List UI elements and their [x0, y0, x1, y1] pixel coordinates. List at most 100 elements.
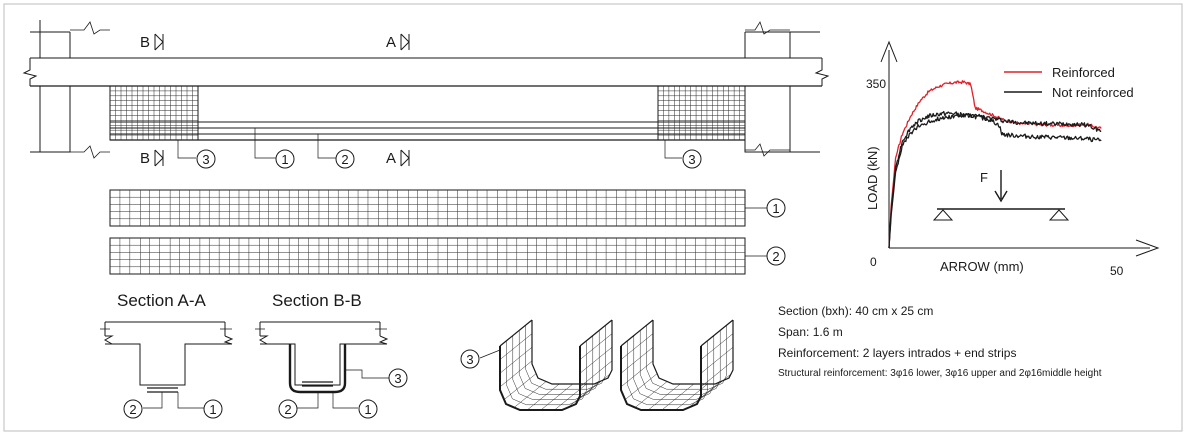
u-strip-front-edge — [620, 346, 702, 411]
spec-section: Section (bxh): 40 cm x 25 cm — [778, 304, 933, 318]
x-tick-0: 0 — [870, 255, 877, 269]
force-arrow-head — [994, 190, 1008, 203]
section-arrow-b-top — [154, 33, 164, 51]
section-a-leader-2 — [143, 392, 163, 409]
callout-2-elevation-label: 2 — [341, 152, 348, 167]
callout-1-strip-label: 1 — [772, 201, 779, 216]
u-strip-mesh-line — [675, 383, 708, 411]
section-a-callout-2-label: 2 — [129, 402, 136, 417]
section-b-u-strip — [288, 344, 347, 394]
right-column-upper-break — [745, 21, 790, 35]
u-strip-mesh-line — [700, 360, 734, 388]
laminate-strip-1-grid — [110, 190, 745, 226]
u-strip-callout-3 — [460, 349, 480, 369]
section-a-a-title: Section A-A — [117, 291, 206, 310]
section-arrow-a-bottom — [400, 149, 410, 167]
section-marker-a-bottom: A — [386, 150, 396, 167]
spec-reinforcement: Reinforcement: 2 layers intrados + end s… — [778, 346, 1016, 360]
section-b-b-title: Section B-B — [272, 291, 362, 310]
callout-leader-1 — [254, 128, 276, 159]
u-strip-mesh-line — [688, 381, 721, 408]
u-strip-3d-left — [499, 319, 613, 411]
u-strip-top-edge — [700, 319, 734, 347]
end-strip-mesh-left — [109, 85, 199, 141]
y-axis-arrow — [880, 40, 898, 63]
section-b-leader-2 — [297, 392, 319, 409]
u-strip-top-edge — [579, 319, 613, 347]
chart-series — [888, 80, 1102, 249]
u-strip-top-edge — [499, 319, 533, 347]
force-label: F — [980, 170, 988, 185]
u-strip-mesh-line — [620, 347, 654, 374]
u-strip-mesh-line — [579, 347, 613, 374]
left-column-upper-break — [70, 21, 110, 35]
end-strip-mesh-right — [657, 85, 746, 141]
u-strip-mesh-line — [499, 360, 533, 388]
legend-label-not-reinforced: Not reinforced — [1052, 85, 1134, 100]
section-a-a: Section A-A 2 1 — [100, 291, 234, 419]
u-strip-mesh-line — [620, 360, 654, 388]
spec-structural-reinforcement: Structural reinforcement: 3φ16 lower, 3φ… — [778, 368, 1102, 379]
u-strip-mesh-line — [627, 340, 708, 406]
u-strip-callout-3-label: 3 — [466, 352, 473, 367]
section-b-callout-2-label: 2 — [284, 402, 291, 417]
u-strip-mesh-line — [579, 360, 613, 388]
u-strip-back-edge — [531, 320, 613, 385]
x-tick-50: 50 — [1110, 264, 1124, 278]
section-b-leader-1 — [332, 392, 358, 409]
section-b-leader-3 — [345, 369, 389, 379]
u-strip-mesh-line — [525, 325, 606, 390]
series-line-not-reinforced — [888, 110, 1102, 249]
section-a-callout-1 — [203, 399, 223, 419]
u-strip-mesh-line — [634, 381, 668, 408]
x-axis-label: ARROW (mm) — [940, 259, 1024, 274]
load-deflection-chart: 350 0 50 ARROW (mm) LOAD (kN) Reinforced… — [865, 40, 1160, 278]
legend-label-reinforced: Reinforced — [1052, 65, 1115, 80]
slab-right-break — [814, 58, 830, 86]
u-strip-mesh-line — [499, 347, 533, 374]
schematic-support-left — [932, 209, 954, 221]
section-a-callout-2 — [123, 399, 143, 419]
u-strip-mesh-line — [554, 383, 587, 411]
u-strip-mesh-line — [620, 333, 654, 360]
section-a-leader-1 — [177, 392, 204, 409]
callout-3-left — [196, 149, 216, 169]
u-strip-mesh-line — [646, 325, 727, 390]
callout-2-elevation — [335, 149, 355, 169]
section-a-outline — [105, 343, 225, 386]
u-strip-mesh-line — [577, 373, 611, 401]
callout-leader-2 — [317, 134, 336, 159]
series-line-not-reinforced-2 — [888, 113, 1102, 249]
u-strip-back-edge — [652, 320, 734, 385]
section-b-callout-3-label: 3 — [394, 371, 401, 386]
y-tick-350: 350 — [866, 77, 886, 91]
u-strip-front-edge — [499, 346, 581, 411]
u-strip-details: 3 — [460, 319, 734, 411]
u-strip-leader-3 — [479, 349, 501, 359]
callout-1-elevation-label: 1 — [281, 152, 288, 167]
u-strip-mesh-line — [648, 383, 681, 411]
callout-3-right — [682, 149, 702, 169]
callout-2-strip — [766, 246, 786, 266]
right-column-lower-break — [745, 143, 790, 157]
laminate-strips: 1 2 — [109, 189, 786, 275]
section-marker-a-top: A — [386, 34, 396, 51]
section-marker-b-bottom: B — [140, 150, 150, 167]
left-column-upper-inner — [40, 31, 71, 58]
u-strip-mesh-line — [512, 335, 594, 400]
left-column-lower-break — [70, 145, 110, 159]
callout-2-strip-label: 2 — [772, 249, 779, 264]
u-strip-mesh-line — [506, 340, 587, 406]
u-strip-mesh-line — [698, 373, 732, 401]
u-strip-mesh-line — [579, 333, 613, 360]
u-strip-mesh-line — [540, 383, 574, 411]
u-strip-mesh-line — [503, 373, 537, 400]
beam-elevation: B A B A 3 1 2 3 — [22, 20, 830, 169]
u-strip-mesh-line — [633, 335, 715, 400]
section-arrow-a-top — [400, 33, 410, 51]
u-strip-mesh-line — [567, 381, 600, 408]
section-b-callout-3 — [388, 368, 408, 388]
u-strip-mesh-line — [624, 373, 658, 400]
section-b-callout-1-label: 1 — [364, 402, 371, 417]
y-axis-label: LOAD (kN) — [865, 146, 880, 210]
